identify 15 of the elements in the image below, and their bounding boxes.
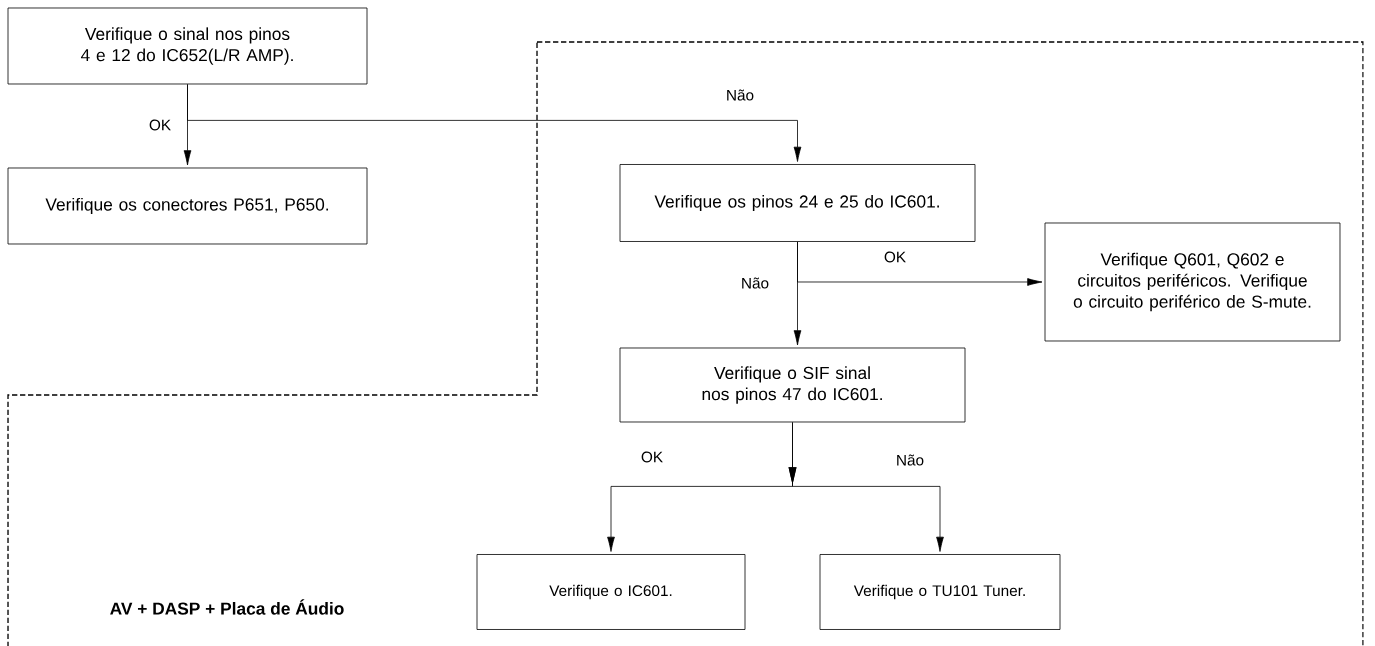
process-box: Verifique o sinal nos pinos 4 e 12 do IC652(L/R AMP). [7, 7, 368, 85]
edge-label: Não [739, 276, 771, 290]
edge-label: OK [882, 250, 908, 264]
process-box: Verifique o IC601. [476, 554, 746, 630]
edge-label: Não [894, 453, 926, 467]
process-box: Verifique os pinos 24 e 25 do IC601. [619, 164, 976, 242]
process-box: Verifique o SIF sinal nos pinos 47 do IC601. [619, 347, 966, 423]
arrow [797, 241, 1043, 286]
edge-label: Não [724, 88, 756, 102]
process-box: Verifique os conectores P651, P650. [7, 167, 368, 245]
edge-label: OK [639, 450, 665, 464]
edge-label: OK [147, 118, 173, 132]
arrow [788, 422, 944, 552]
process-box: Verifique Q601, Q602 e circuitos periféricos. Verifique o circuito periférico de S-mute. [1044, 222, 1341, 342]
process-box: Verifique o TU101 Tuner. [819, 554, 1061, 630]
